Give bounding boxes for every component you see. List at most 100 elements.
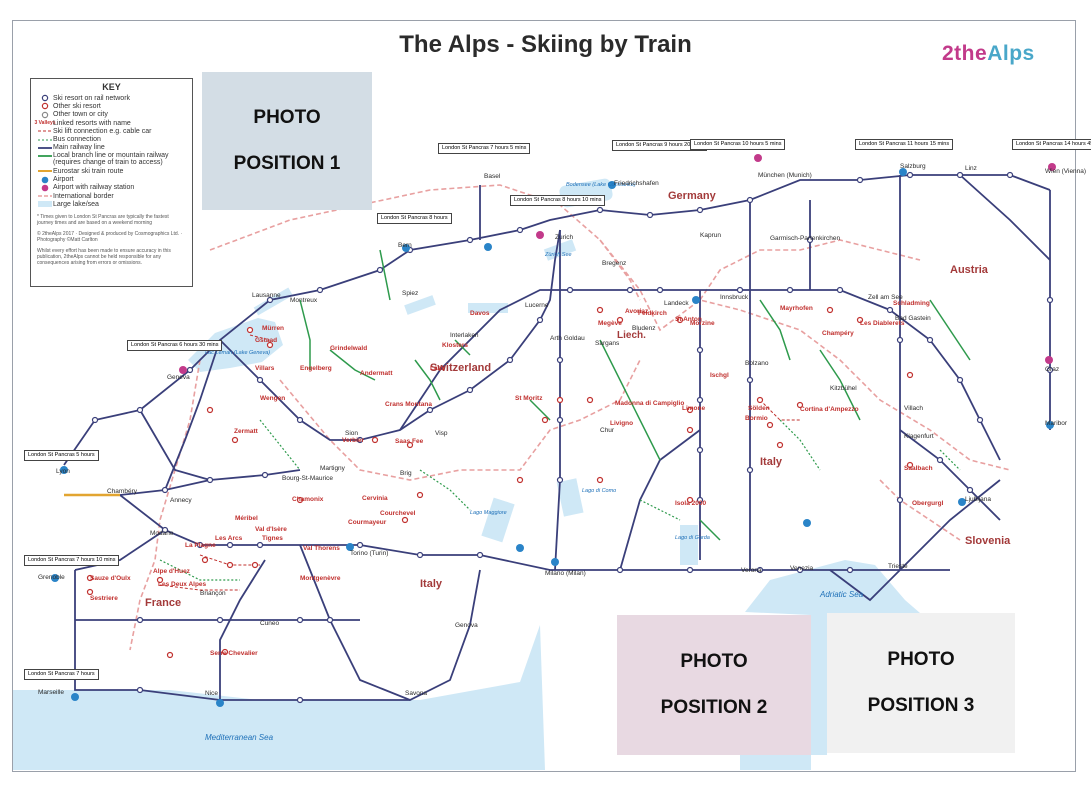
ski-resort-label: Saalbach [904, 465, 933, 472]
branch-railway-lines [299, 249, 971, 541]
station-label: Genova [455, 622, 478, 629]
brand-logo[interactable]: 2theAlps [942, 42, 1035, 66]
ski-resort-label: Sölden [748, 405, 770, 412]
key-label: Airport with railway station [53, 184, 135, 192]
key-item: Airport with railway station [37, 184, 186, 192]
journey-time-box: London St Pancras 6 hours 30 mins [127, 340, 223, 351]
ski-resort-label: Saas Fee [395, 438, 424, 445]
station-label: Brig [400, 470, 412, 477]
ski-resort-label: St Moritz [515, 395, 543, 402]
ski-resort-label: Sauze d'Oulx [90, 575, 131, 582]
station-label: Bad Gastein [895, 315, 931, 322]
lake-label: Lago di Garda [675, 535, 710, 541]
photo-label-line1: PHOTO [253, 107, 321, 128]
journey-time-box: London St Pancras 10 hours 5 mins [690, 139, 786, 150]
eurostar-line-icon [37, 169, 53, 173]
ski-resort-label: Avoriaz [625, 308, 649, 315]
station-label: Lucerne [525, 302, 549, 309]
station-label: Kaprun [700, 232, 721, 239]
key-label: Large lake/sea [53, 200, 99, 208]
station-label: Bourg-St-Maurice [282, 475, 333, 482]
ski-resort-label: La Plagne [185, 542, 216, 549]
ski-resort-label: Grindelwald [330, 345, 368, 352]
key-item: Main railway line [37, 144, 186, 152]
ski-resort-markers [86, 306, 914, 659]
ski-resort-label: Cortina d'Ampezzo [800, 406, 859, 413]
international-borders [129, 184, 1011, 651]
map-title: The Alps - Skiing by Train [399, 31, 692, 58]
ski-resort-label: St Anton [675, 316, 702, 323]
ski-resort-label: Champéry [822, 330, 854, 337]
country-label: France [145, 597, 182, 609]
journey-time-box: London St Pancras 8 hours 10 mins [510, 195, 606, 206]
station-label: Trieste [888, 563, 908, 570]
ski-resort-label: Ischgl [710, 372, 729, 379]
station-label: Verona [741, 567, 762, 574]
ski-resort-label: Limone [682, 405, 706, 412]
station-label: Ljubljana [965, 496, 992, 503]
logo-prefix: 2the [942, 42, 988, 65]
key-item: Other ski resort [37, 102, 186, 110]
circle-red-icon [37, 102, 53, 110]
station-label: Briançon [200, 590, 226, 597]
linked-text-icon: 3 Valleys [34, 120, 56, 127]
key-label: Linked resorts with name [53, 119, 131, 127]
stations [91, 171, 1054, 704]
country-label: Italy [760, 456, 783, 468]
ski-resort-label: Andermatt [360, 370, 393, 377]
lake-label: Bodensee (Lake Constance) [566, 182, 636, 188]
ski-resort-label: Bormio [745, 415, 768, 422]
station-label: Montreux [290, 297, 318, 304]
station-label: München (Munich) [758, 172, 812, 179]
station-label: Klagenfurt [904, 433, 934, 440]
station-label: Garmisch-Partenkirchen [770, 235, 841, 242]
lake-neuchatel [253, 287, 293, 316]
station-label: Linz [965, 165, 977, 172]
ski-resort-label: Les Deux Alpes [158, 581, 207, 588]
key-label: Airport [53, 176, 74, 184]
station-label: Bolzano [745, 360, 769, 367]
ski-resort-label: Livigno [610, 420, 634, 427]
key-label: Other town or city [53, 111, 108, 119]
station-label: Bludenz [632, 325, 656, 332]
country-label: Germany [668, 190, 716, 202]
station-label: Chur [600, 427, 615, 434]
key-label: Main railway line [53, 144, 105, 152]
station-label: Bern [398, 242, 412, 249]
station-label: Nice [205, 690, 219, 697]
ski-resort-label: Isola 2000 [675, 500, 707, 507]
country-label: Liech. [617, 330, 646, 341]
ski-resort-label: Sestriere [90, 595, 118, 602]
station-label: Salzburg [900, 163, 926, 170]
ski-resort-label: Megève [598, 320, 622, 327]
country-label: Italy [420, 578, 443, 590]
station-label: Friedrichshafen [614, 180, 659, 187]
journey-time-box: London St Pancras 8 hours [377, 213, 452, 224]
mediterranean-sea [13, 625, 545, 770]
key-item: Ski resort on rail network [37, 94, 186, 102]
station-label: Modane [150, 530, 174, 537]
key-disclaimer: Whilst every effort has been made to ens… [37, 247, 171, 266]
ski-resort-label: Schladming [893, 300, 930, 307]
lake-label: Lago di Como [582, 488, 617, 494]
lake-maggiore [481, 497, 515, 543]
lake-geneva [188, 318, 283, 372]
circle-grey-icon [37, 111, 53, 119]
airport-icons [51, 154, 1056, 707]
key-title: KEY [102, 82, 121, 92]
ski-resort-label: Morzine [690, 320, 715, 327]
lake-label: Lago Maggiore [470, 510, 507, 516]
circle-navy-icon [37, 94, 53, 102]
ski-resort-label: Alpe d'Huez [153, 568, 190, 575]
station-label: Innsbruck [720, 294, 749, 301]
lake-thun [404, 295, 436, 315]
key-label: Ski resort on rail network [53, 94, 131, 102]
lake-icon [37, 201, 53, 208]
station-label: Sargans [595, 340, 620, 347]
country-label: Switzerland [430, 362, 492, 374]
station-label: Cuneo [260, 620, 280, 627]
